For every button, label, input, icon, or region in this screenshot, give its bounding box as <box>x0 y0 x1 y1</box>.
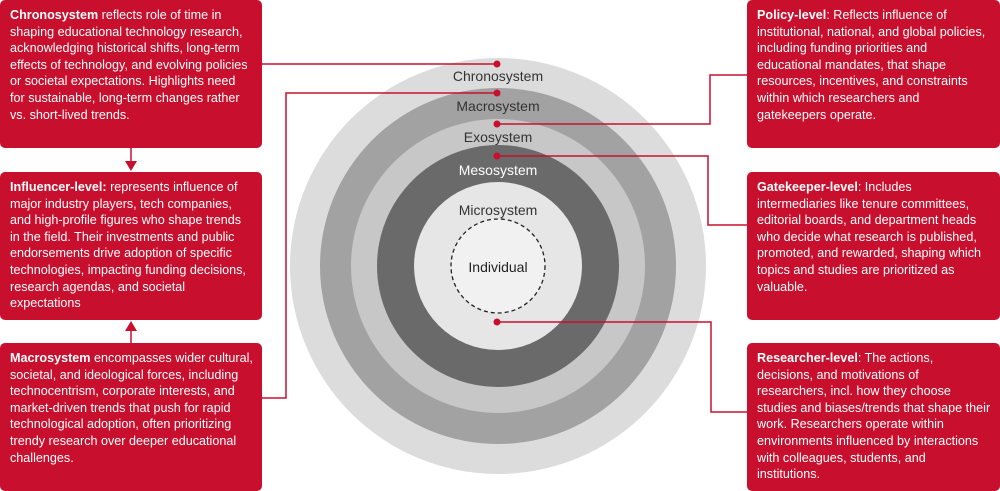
gatekeeper-box-title: Gatekeeper-level <box>757 180 858 194</box>
connector-researcher <box>497 321 747 413</box>
researcher-box-text: : The actions, decisions, and motivation… <box>757 351 991 482</box>
ring-individual <box>450 218 546 314</box>
ring-label-microsystem: Microsystem <box>459 202 538 218</box>
arrow-up-icon <box>125 321 137 331</box>
ring-label-macrosystem: Macrosystem <box>456 98 539 114</box>
researcher-box: Researcher-level: The actions, decisions… <box>747 343 1000 491</box>
policy-box: Policy-level: Reflects influence of inst… <box>747 0 1000 148</box>
connector-dot-mesosystem <box>493 152 501 160</box>
gatekeeper-box-text: : Includes intermediaries like tenure co… <box>757 180 982 294</box>
policy-box-title: Policy-level <box>757 8 827 22</box>
macrosystem-box-text: encompasses wider cultural, societal, an… <box>10 351 253 465</box>
influencer-box-text: represents influence of major industry p… <box>10 180 246 311</box>
gatekeeper-box: Gatekeeper-level: Includes intermediarie… <box>747 172 1000 320</box>
connector-policy <box>497 74 747 125</box>
connector-dot-chronosystem <box>493 60 501 68</box>
ring-label-exosystem: Exosystem <box>464 129 532 145</box>
macrosystem-box-title: Macrosystem <box>10 351 91 365</box>
ring-label-chronosystem: Chronosystem <box>453 68 543 84</box>
chronosystem-box-text: reflects role of time in shaping educati… <box>10 8 248 122</box>
chronosystem-box-title: Chronosystem <box>10 8 99 22</box>
arrow-down-icon <box>125 161 137 171</box>
chronosystem-box: Chronosystem reflects role of time in sh… <box>0 0 262 148</box>
ring-label-individual: Individual <box>468 259 527 275</box>
influencer-box: Influencer-level: represents influence o… <box>0 172 262 320</box>
macrosystem-box: Macrosystem encompasses wider cultural, … <box>0 343 262 491</box>
influencer-box-title: Influencer-level: <box>10 180 107 194</box>
connector-dot-individual <box>493 318 501 326</box>
ring-label-mesosystem: Mesosystem <box>459 162 538 178</box>
policy-box-text: : Reflects influence of institutional, n… <box>757 8 986 122</box>
connector-dot-macrosystem <box>493 89 501 97</box>
connector-gatekeeper <box>497 155 747 226</box>
connector-macrosystem <box>262 92 497 399</box>
connector-dot-exosystem <box>493 120 501 128</box>
researcher-box-title: Researcher-level <box>757 351 858 365</box>
